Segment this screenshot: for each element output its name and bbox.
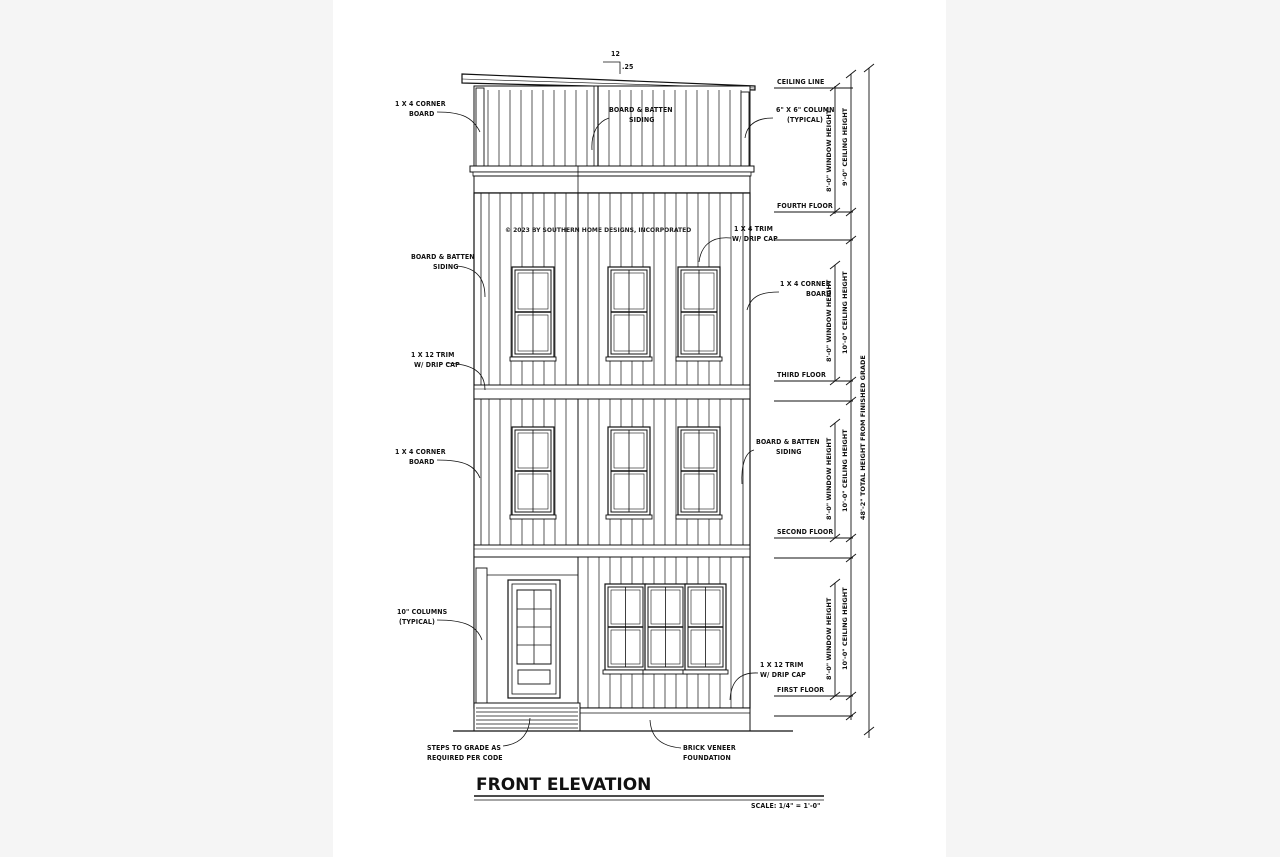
label-trim-1x4-1: 1 X 4 TRIM — [734, 225, 773, 233]
level-third: THIRD FLOOR — [777, 371, 826, 379]
dim-window-2: 8'-0" WINDOW HEIGHT — [825, 437, 833, 520]
window-sash — [610, 629, 641, 665]
title-block: FRONT ELEVATION SCALE: 1/4" = 1'-0" — [474, 775, 824, 810]
window-sill — [509, 356, 557, 362]
dim-window-4: 8'-0" WINDOW HEIGHT — [825, 109, 833, 192]
label-brick-2: FOUNDATION — [683, 754, 731, 762]
dim-ceiling-2: 10'-0" CEILING HEIGHT — [841, 429, 849, 512]
window-sill — [605, 356, 653, 362]
label-columns-1: 10" COLUMNS — [397, 608, 448, 616]
window-sill — [642, 669, 689, 675]
label-column-6x6-2: (TYPICAL) — [787, 116, 823, 124]
window-sill — [605, 514, 653, 520]
fourth-floor-deck — [469, 85, 755, 194]
window-sash — [690, 629, 721, 665]
window-sill — [602, 669, 649, 675]
drawing-sheet: 12 .25 — [333, 0, 946, 857]
dim-total: 48'-2" TOTAL HEIGHT FROM FINISHED GRADE — [859, 355, 867, 520]
label-steps-2: REQUIRED PER CODE — [427, 754, 503, 762]
right-annotations: 6" X 6" COLUMN (TYPICAL) 1 X 4 TRIM W/ D… — [698, 106, 835, 701]
window-sash — [683, 272, 715, 310]
label-steps-1: STEPS TO GRADE AS — [427, 744, 501, 752]
label-corner-right-1: 1 X 4 CORNER — [780, 280, 831, 288]
window-sill — [509, 514, 557, 520]
level-labels: CEILING LINE FOURTH FLOOR THIRD FLOOR SE… — [777, 78, 833, 694]
window-sash — [690, 589, 721, 625]
dim-ceiling-1: 10'-0" CEILING HEIGHT — [841, 587, 849, 670]
level-second: SECOND FLOOR — [777, 528, 833, 536]
label-trim-right-1: 1 X 12 TRIM — [760, 661, 803, 669]
level-first: FIRST FLOOR — [777, 686, 824, 694]
label-brick-1: BRICK VENEER — [683, 744, 736, 752]
label-siding-top-1: BOARD & BATTEN — [609, 106, 673, 114]
window-sash — [650, 589, 681, 625]
drawing-scale: SCALE: 1/4" = 1'-0" — [751, 802, 821, 810]
pitch-rise: 12 — [611, 50, 620, 58]
dim-window-3: 8'-0" WINDOW HEIGHT — [825, 279, 833, 362]
window-sash — [517, 314, 549, 352]
first-floor — [473, 556, 729, 709]
window-sash — [517, 272, 549, 310]
label-siding-right-1: BOARD & BATTEN — [756, 438, 820, 446]
label-siding-top-2: SIDING — [629, 116, 655, 124]
label-siding-upper-2: SIDING — [433, 263, 459, 271]
window-sash — [613, 473, 645, 510]
label-columns-2: (TYPICAL) — [399, 618, 435, 626]
window-sash — [613, 314, 645, 352]
window-sill — [675, 356, 723, 362]
window-sill — [675, 514, 723, 520]
center-annotations: BOARD & BATTEN SIDING BRICK VENEER FOUND… — [591, 106, 736, 762]
window-sash — [610, 589, 641, 625]
label-corner-lower-1: 1 X 4 CORNER — [395, 448, 446, 456]
dim-window-1: 8'-0" WINDOW HEIGHT — [825, 597, 833, 680]
left-annotations: 1 X 4 CORNER BOARD BOARD & BATTEN SIDING… — [395, 100, 531, 762]
label-siding-right-2: SIDING — [776, 448, 802, 456]
drawing-title: FRONT ELEVATION — [476, 775, 651, 795]
windows-third-floor — [509, 266, 723, 362]
window-sill — [682, 669, 729, 675]
window-sash — [613, 432, 645, 469]
dim-ceiling-4: 9'-0" CEILING HEIGHT — [841, 107, 849, 186]
window-sash — [517, 432, 549, 469]
label-column-6x6-1: 6" X 6" COLUMN — [776, 106, 835, 114]
elevation-drawing: 12 .25 — [395, 50, 875, 810]
window-sash — [613, 272, 645, 310]
label-trim-right-2: W/ DRIP CAP — [760, 671, 806, 679]
window-sash — [683, 473, 715, 510]
label-trim-1x4-2: W/ DRIP CAP — [732, 235, 778, 243]
label-corner-top-1: 1 X 4 CORNER — [395, 100, 446, 108]
label-siding-upper-1: BOARD & BATTEN — [411, 253, 475, 261]
foundation — [453, 702, 793, 732]
label-corner-top-2: BOARD — [409, 110, 434, 118]
label-trim-2: W/ DRIP CAP — [414, 361, 460, 369]
windows-second-floor — [509, 426, 723, 520]
dimension-labels: 8'-0" WINDOW HEIGHT 9'-0" CEILING HEIGHT… — [825, 107, 867, 680]
label-trim-1: 1 X 12 TRIM — [411, 351, 454, 359]
window-sash — [517, 473, 549, 510]
dim-ceiling-3: 10'-0" CEILING HEIGHT — [841, 271, 849, 354]
label-corner-right-2: BOARD — [806, 290, 831, 298]
copyright-text: © 2023 BY SOUTHERN HOME DESIGNS, INCORPO… — [505, 227, 691, 234]
level-markers — [774, 63, 875, 738]
window-sash — [650, 629, 681, 665]
level-ceiling: CEILING LINE — [777, 78, 824, 86]
label-corner-lower-2: BOARD — [409, 458, 434, 466]
window-sash — [683, 432, 715, 469]
pitch-run: .25 — [622, 63, 633, 71]
window-sash — [683, 314, 715, 352]
level-fourth: FOURTH FLOOR — [777, 202, 833, 210]
